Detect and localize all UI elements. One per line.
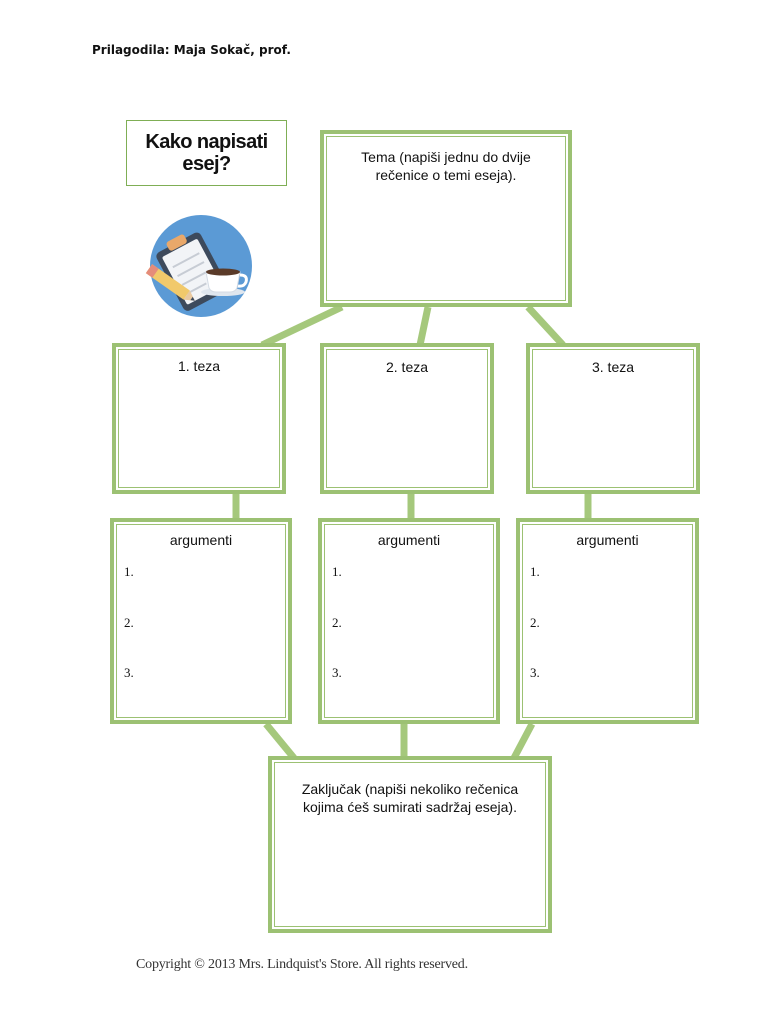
connector-arg3-zakljucak — [510, 722, 536, 760]
list-item: 3. — [530, 665, 540, 680]
argumenti-box-2: argumenti 1. 2. 3. — [318, 518, 500, 724]
list-item: 1. — [332, 564, 342, 579]
tema-box: Tema (napiši jednu do dvije rečenice o t… — [320, 130, 572, 307]
list-item: 3. — [332, 665, 342, 680]
teza-label-1: 1. teza — [177, 358, 221, 374]
title-box: Kako napisati esej? — [126, 120, 287, 186]
teza-label-2: 2. teza — [385, 359, 429, 375]
zakljucak-box: Zaključak (napiši nekoliko rečenica koji… — [268, 756, 552, 933]
connector-tema-teza3 — [525, 304, 566, 348]
argumenti-list-2: 1. 2. 3. — [332, 564, 342, 716]
list-item: 1. — [124, 564, 134, 579]
page-title: Kako napisati esej? — [145, 131, 268, 175]
list-item: 1. — [530, 564, 540, 579]
teza-box-3: 3. teza — [526, 343, 700, 494]
list-item: 2. — [124, 614, 134, 630]
copyright-notice: Copyright © 2013 Mrs. Lindquist's Store.… — [136, 957, 468, 972]
argumenti-box-1: argumenti 1. 2. 3. — [110, 518, 292, 724]
list-item: 2. — [530, 614, 540, 630]
argumenti-box-3: argumenti 1. 2. 3. — [516, 518, 699, 724]
teza-label-3: 3. teza — [591, 359, 635, 375]
teza-box-2: 2. teza — [320, 343, 494, 494]
argumenti-title-1: argumenti — [169, 532, 233, 548]
list-item: 2. — [332, 614, 342, 630]
teza-box-1: 1. teza — [112, 343, 286, 494]
list-item: 3. — [124, 665, 134, 680]
argumenti-title-2: argumenti — [377, 532, 441, 548]
clipboard-pencil-coffee-icon — [145, 215, 252, 317]
connector-arg1-zakljucak — [263, 721, 297, 761]
connector-tema-teza1 — [260, 303, 344, 349]
tema-text: Tema (napiši jednu do dvije rečenice o t… — [361, 149, 531, 184]
argumenti-list-3: 1. 2. 3. — [530, 564, 540, 716]
zakljucak-text: Zaključak (napiši nekoliko rečenica koji… — [301, 781, 519, 816]
argumenti-list-1: 1. 2. 3. — [124, 564, 134, 716]
connector-tema-teza2 — [416, 306, 432, 346]
argumenti-title-3: argumenti — [576, 532, 639, 548]
author-credit: Prilagodila: Maja Sokač, prof. — [92, 43, 291, 57]
